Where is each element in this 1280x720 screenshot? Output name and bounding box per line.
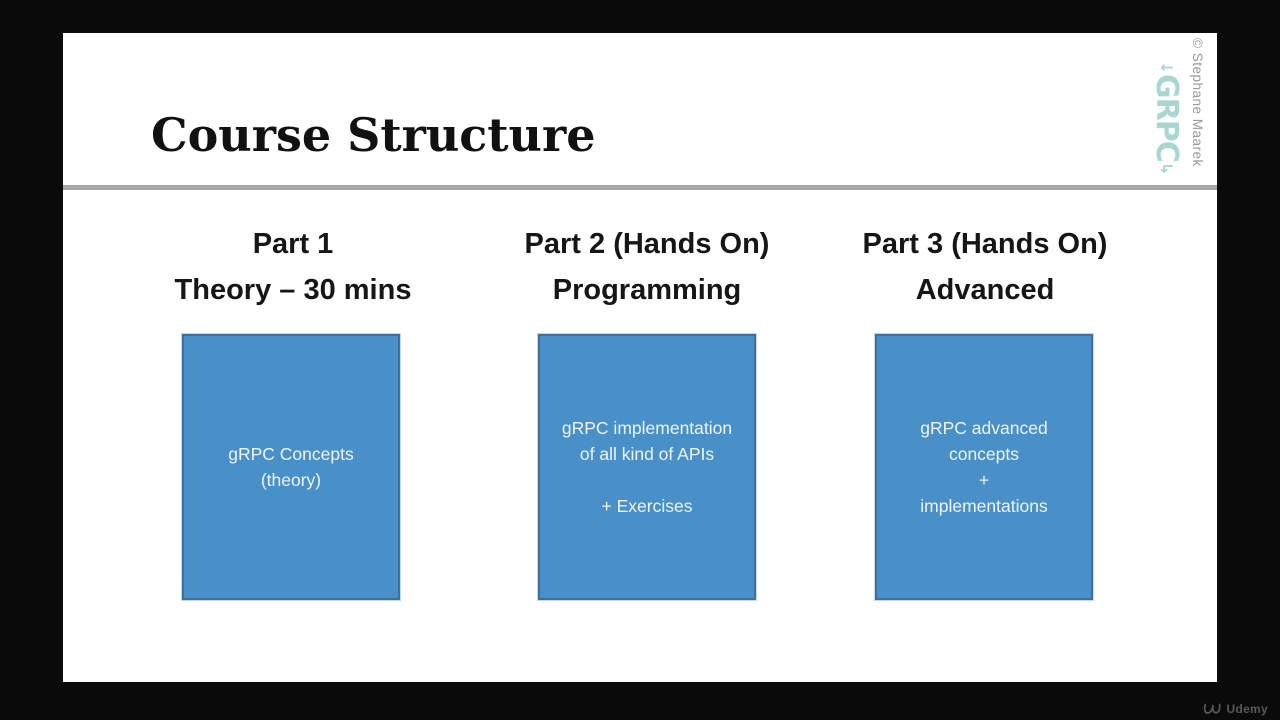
part1-header-line2: Theory – 30 mins (174, 274, 412, 306)
part3-header-line1: Part 3 (Hands On) (862, 228, 1108, 260)
grpc-logo-arrow-bottom-icon: ↳ (1157, 162, 1176, 176)
grpc-logo: ↓GRPC↳ (1149, 61, 1184, 201)
part1-header: Part 1 Theory – 30 mins (138, 221, 448, 313)
part3-content-box: gRPC advanced concepts + implementations (875, 334, 1093, 600)
udemy-logo: Udemy (1203, 702, 1268, 716)
grpc-logo-text: GRPC (1149, 74, 1184, 163)
udemy-brand-text: Udemy (1226, 702, 1268, 716)
udemy-u-icon (1204, 703, 1222, 714)
part2-header-line1: Part 2 (Hands On) (524, 228, 770, 260)
part2-header-line2: Programming (552, 274, 742, 306)
part1-header-line1: Part 1 (252, 228, 334, 260)
part3-header: Part 3 (Hands On) Advanced (830, 221, 1140, 313)
title-divider-line (63, 185, 1217, 190)
part3-header-line2: Advanced (915, 274, 1055, 306)
grpc-logo-arrow-top-icon: ↓ (1157, 61, 1176, 75)
part1-content-box: gRPC Concepts (theory) (182, 334, 400, 600)
presentation-slide: Course Structure ↓GRPC↳ © Stephane Maare… (63, 33, 1217, 682)
slide-title: Course Structure (151, 108, 596, 162)
part2-header: Part 2 (Hands On) Programming (492, 221, 802, 313)
copyright-watermark: © Stephane Maarek (1190, 38, 1205, 167)
part2-content-box: gRPC implementation of all kind of APIs … (538, 334, 756, 600)
